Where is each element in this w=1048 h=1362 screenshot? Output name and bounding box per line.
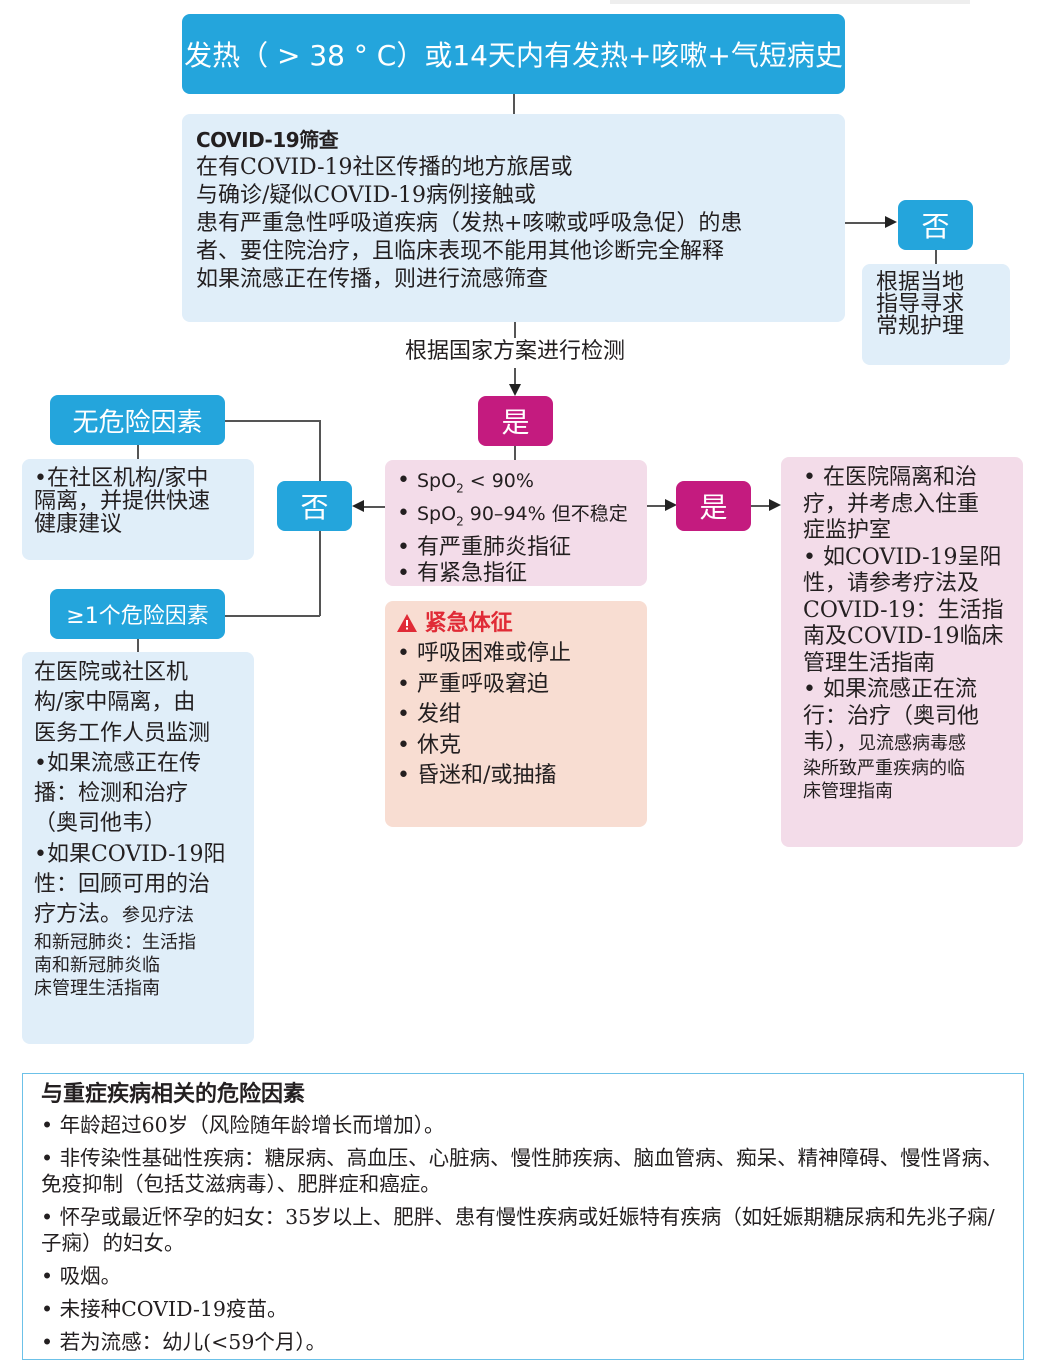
screening-line: 与确诊/疑似COVID-19病例接触或 [196,183,536,208]
emergency-item: • 休克 [397,732,461,758]
connector-line [513,94,515,114]
connector-line [319,531,321,616]
routine-care-line: 指导寻求 [876,292,965,317]
home-isolation-text: •在社区机构/家中 隔离，并提供快速 健康建议 [34,466,211,537]
fever-criteria-box: 发热（ > 38 ° C）或14天内有发热+咳嗽+气短病史 [182,14,845,94]
risk-factors-panel: 与重症疾病相关的危险因素 • 年龄超过60岁（风险随年龄增长而增加）。 • 非传… [22,1073,1024,1360]
hospital-care-text: • 在医院隔离和治 疗，并考虑入住重 症监护室 • 如COVID-19呈阳 性，… [803,465,1011,757]
connector-line [935,250,937,264]
risk-factor-item: • 年龄超过60岁（风险随年龄增长而增加）。 [41,1113,445,1137]
risk-factors-title: 与重症疾病相关的危险因素 [41,1082,306,1107]
monitored-isolation-text: 在医院或社区机 构/家中隔离，由 医务工作人员监测 •如果流感正在传 播：检测和… [34,660,226,928]
no-decision-right: 否 [898,200,973,250]
no-risk-label: 无危险因素 [72,407,203,438]
criteria-item: • 有严重肺炎指征 [397,534,571,560]
connector-line [137,639,139,652]
connector-line [514,446,516,460]
screening-lines: 在有COVID-19社区传播的地方旅居或 与确诊/疑似COVID-19病例接触或… [196,154,831,294]
connector-line [137,445,139,459]
risk-factors-list: • 年龄超过60岁（风险随年龄增长而增加）。 • 非传染性基础性疾病：糖尿病、高… [41,1112,1013,1355]
risk-factor-item: • 未接种COVID-19疫苗。 [41,1297,288,1321]
criteria-item: • SpO2 < 90% [397,468,534,496]
emergency-item: • 昏迷和/或抽搐 [397,763,557,788]
criteria-item: • 有紧急指征 [397,560,527,586]
fever-criteria-text: 发热（ > 38 ° C）或14天内有发热+咳嗽+气短病史 [184,39,843,72]
hospital-line: 南及COVID-19临床 [803,624,1004,649]
screening-heading: COVID-19筛查 [196,128,339,152]
hospital-line: • 如COVID-19呈阳 [803,544,1002,570]
hospital-guide-ref: 染所致严重疾病的临 床管理指南 [803,757,965,802]
covid-screening-box: COVID-19筛查 在有COVID-19社区传播的地方旅居或 与确诊/疑似CO… [182,114,845,322]
routine-care-line: 常规护理 [876,314,965,339]
no-label: 否 [300,491,329,524]
connector-line [362,506,385,508]
screening-line: 如果流感正在传播，则进行流感筛查 [196,267,549,292]
hospital-line: 管理生活指南 [803,650,936,676]
routine-care-line: 根据当地 [876,270,965,295]
hospital-line: • 如果流感正在流 [803,677,977,702]
severity-criteria-box: • SpO2 < 90% • SpO2 90–94% 但不稳定 • 有严重肺炎指… [385,460,647,586]
connector-line [647,505,667,507]
connector-line [225,420,320,422]
risk-factor-item: • 非传染性基础性疾病：糖尿病、高血压、心脏病、慢性肺疾病、脑血管病、痴呆、精神… [41,1146,1003,1196]
arrow-right-icon [769,499,781,511]
risk-factor-header: ≥1个危险因素 [50,589,225,639]
emergency-signs-box: 紧急体征 • 呼吸困难或停止 • 严重呼吸窘迫 • 发绀 • 休克 • 昏迷和/… [385,601,647,827]
testing-label: 根据国家方案进行检测 [385,338,645,366]
emergency-list: • 呼吸困难或停止 • 严重呼吸窘迫 • 发绀 • 休克 • 昏迷和/或抽搐 [397,639,635,792]
home-isolation-box: •在社区机构/家中 隔离，并提供快速 健康建议 [22,459,254,560]
hospital-line: 韦），见流感病毒感 [803,730,967,755]
no-risk-factor-header: 无危险因素 [50,395,225,445]
hospital-line: 症监护室 [803,518,892,543]
criteria-item: • SpO2 90–94% 但不稳定 [397,501,628,529]
connector-line [514,322,516,338]
hospital-line: 行：治疗（奥司他 [803,703,980,729]
hospital-line: • 在医院隔离和治 [803,465,977,490]
emergency-title-row: 紧急体征 [397,609,635,639]
hospital-line: 性，请参考疗法及 [803,571,980,596]
criteria-list: • SpO2 < 90% • SpO2 90–94% 但不稳定 • 有严重肺炎指… [397,468,635,587]
yes-label: 是 [501,406,530,439]
connector-line [319,420,321,481]
emergency-item: • 发绀 [397,702,461,727]
connector-line [845,222,887,224]
top-edge-strip [610,0,970,4]
hospital-care-box: • 在医院隔离和治 疗，并考虑入住重 症监护室 • 如COVID-19呈阳 性，… [781,457,1023,847]
emergency-title: 紧急体征 [424,611,513,636]
arrow-right-icon [885,216,897,228]
hospital-line: COVID-19：生活指 [803,597,1004,623]
hospital-line: 疗，并考虑入住重 [803,491,980,517]
arrow-down-icon [509,384,521,396]
no-decision-left: 否 [277,481,352,531]
arrow-right-icon [665,499,677,511]
connector-line [751,505,771,507]
warning-triangle-icon [397,614,417,632]
screening-line: 在有COVID-19社区传播的地方旅居或 [196,155,573,180]
emergency-item: • 呼吸困难或停止 [397,641,571,666]
monitored-isolation-box: 在医院或社区机 构/家中隔离，由 医务工作人员监测 •如果流感正在传 播：检测和… [22,652,254,1044]
routine-care-box: 根据当地 指导寻求 常规护理 [862,264,1010,365]
connector-line [225,615,320,617]
arrow-left-icon [352,500,364,512]
yes-decision-right: 是 [676,481,751,531]
yes-label: 是 [699,491,728,524]
yes-decision-center: 是 [478,396,553,446]
risk-factor-item: • 吸烟。 [41,1264,122,1288]
emergency-item: • 严重呼吸窘迫 [397,671,549,697]
screening-line: 者、要住院治疗，且临床表现不能用其他诊断完全解释 [196,239,725,264]
risk-factor-item: • 若为流感：幼儿(<59个月）。 [41,1330,327,1354]
no-label: 否 [921,210,950,243]
routine-care-text: 根据当地 指导寻求 常规护理 [876,272,996,338]
risk-factor-item: • 怀孕或最近怀孕的妇女：35岁以上、肥胖、患有慢性疾病或妊娠特有疾病（如妊娠期… [41,1205,995,1255]
screening-line: 患有严重急性呼吸道疾病（发热+咳嗽或呼吸急促）的患 [196,211,743,236]
connector-line [514,368,516,386]
risk-label: ≥1个危险因素 [66,604,209,629]
monitored-guide-ref: 和新冠肺炎：生活指 南和新冠肺炎临 床管理生活指南 [34,931,196,999]
